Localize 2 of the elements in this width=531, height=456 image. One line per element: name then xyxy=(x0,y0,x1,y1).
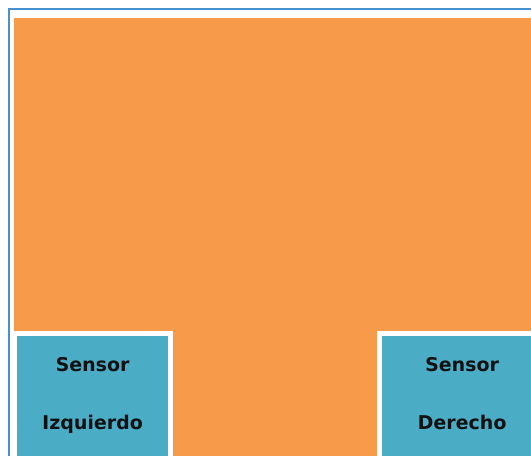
sensor-box: Sensor Derecho xyxy=(377,331,531,456)
sensor-box: Sensor Izquierdo xyxy=(12,331,173,456)
